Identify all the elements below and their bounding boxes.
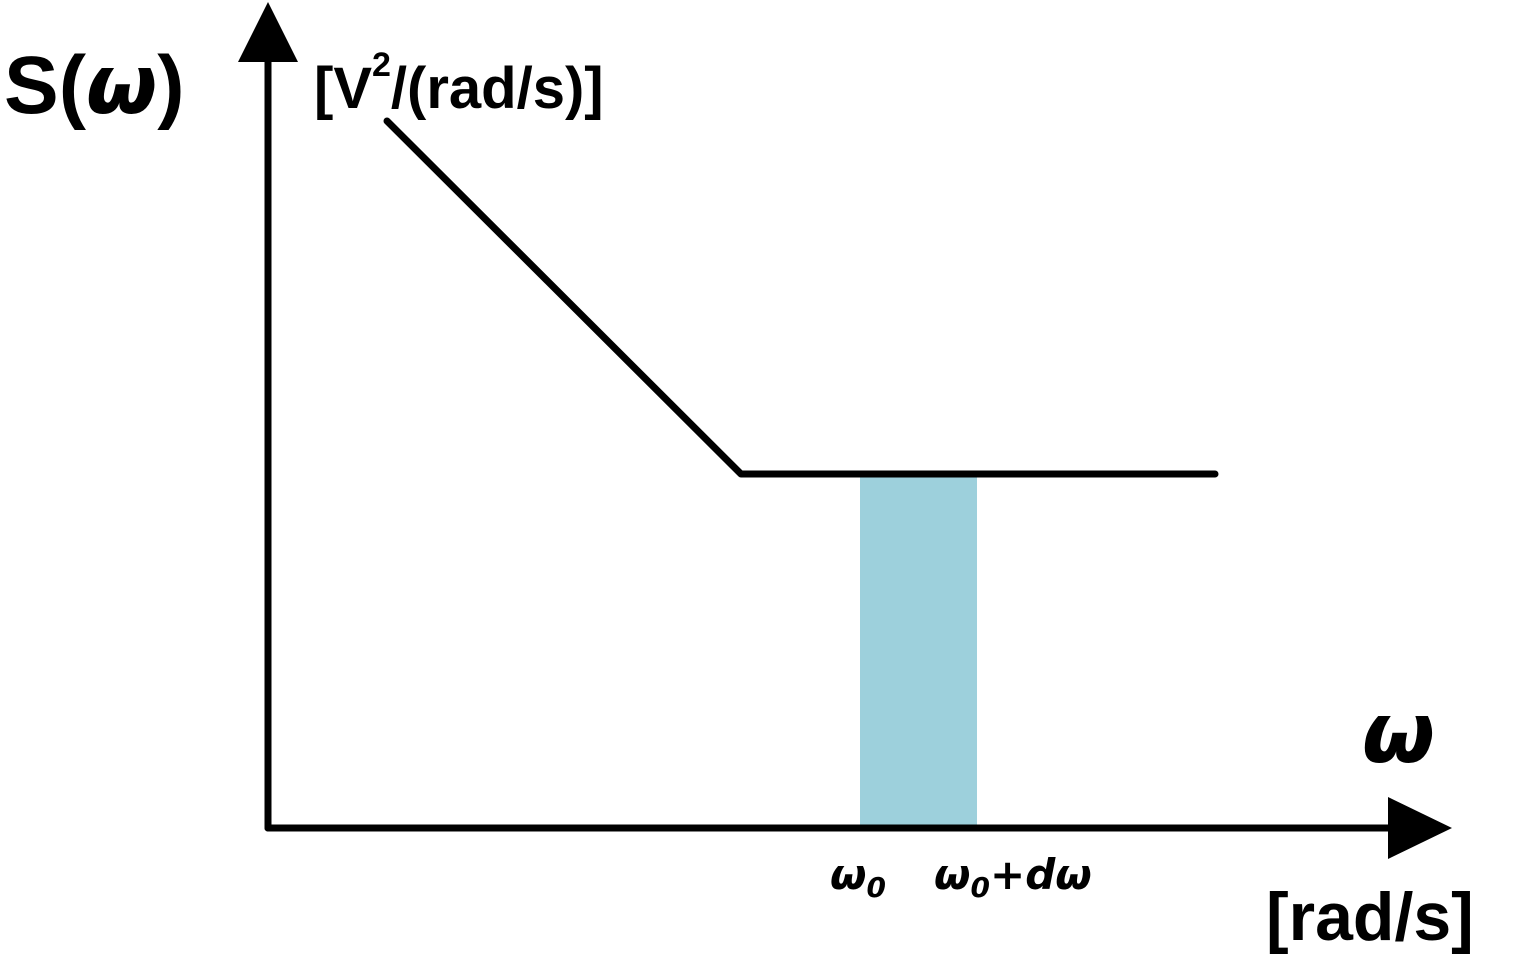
band-right-label: ω0+dω	[934, 850, 1092, 904]
frequency-band	[860, 474, 977, 828]
x-axis-unit: [rad/s]	[1266, 879, 1474, 955]
x-axis-symbol: ω	[1362, 684, 1435, 782]
spectral-density-curve	[383, 117, 1219, 478]
band-left-label: ω0	[830, 850, 886, 904]
y-axis-arrowhead	[238, 2, 298, 62]
y-axis-unit: [V2/(rad/s)]	[314, 46, 604, 121]
x-axis-arrowhead	[1388, 797, 1452, 859]
y-axis-symbol: S(ω)	[4, 38, 185, 133]
